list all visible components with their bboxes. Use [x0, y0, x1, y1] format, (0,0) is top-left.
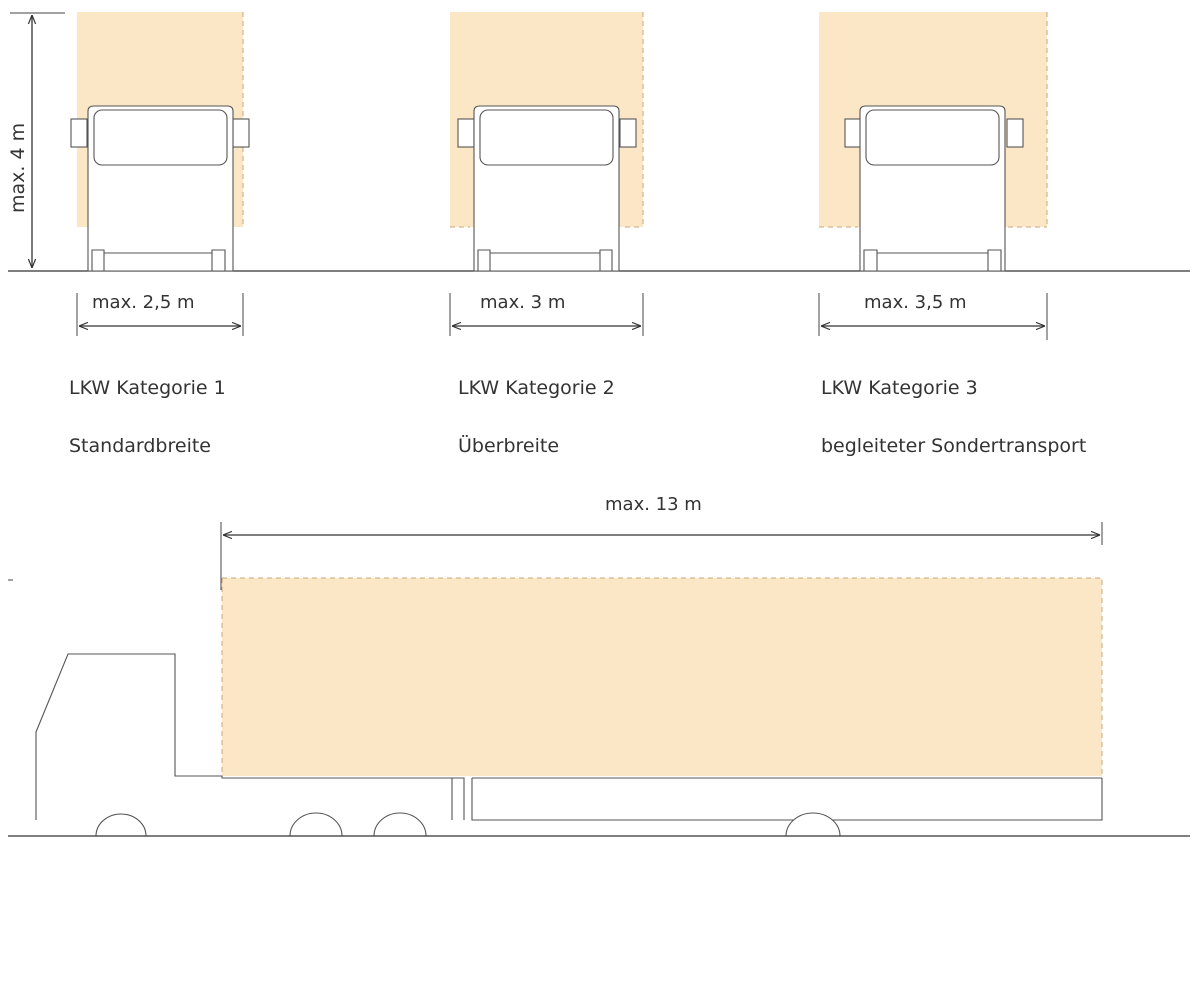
- width-dimension-category-3: max. 3,5 m: [818, 292, 1048, 340]
- height-dimension: max. 4 m: [7, 12, 65, 268]
- category-description: Überbreite: [458, 434, 559, 457]
- wheels: [863, 249, 1002, 272]
- cargo-envelope-side: [222, 578, 1102, 776]
- windshield: [479, 109, 614, 166]
- truck-front-category-2: [450, 12, 644, 272]
- category-name: LKW Kategorie 1: [69, 377, 226, 399]
- category-name: LKW Kategorie 3: [821, 377, 978, 399]
- wheels: [477, 249, 613, 272]
- mirror-left: [70, 118, 88, 148]
- length-dimension: max. 13 m: [8, 494, 1103, 590]
- width-label: max. 3,5 m: [864, 292, 967, 313]
- wheel-rear-1: [289, 812, 343, 837]
- mirror-right: [619, 118, 637, 148]
- width-dimension-category-1: max. 2,5 m: [76, 292, 244, 336]
- windshield: [93, 109, 228, 166]
- mirror-right: [1006, 118, 1024, 148]
- wheel-front: [95, 813, 147, 837]
- width-label: max. 3 m: [480, 292, 565, 313]
- height-label: max. 4 m: [7, 123, 29, 213]
- category-name: LKW Kategorie 2: [458, 377, 615, 399]
- wheel-trailer: [785, 812, 841, 837]
- mirror-left: [457, 118, 475, 148]
- windshield: [865, 109, 1000, 166]
- width-label: max. 2,5 m: [92, 292, 195, 313]
- trailer-underframe: [471, 778, 1103, 821]
- truck-side-view: [35, 577, 1103, 837]
- wheel-rear-2: [373, 812, 427, 837]
- truck-front-category-1: [70, 12, 250, 272]
- mirror-right: [232, 118, 250, 148]
- width-dimension-category-2: max. 3 m: [449, 292, 644, 336]
- wheels: [91, 249, 226, 272]
- category-description: begleiteter Sondertransport: [821, 435, 1086, 457]
- mirror-left: [844, 118, 862, 148]
- length-label: max. 13 m: [605, 494, 702, 515]
- category-description: Standardbreite: [69, 435, 211, 457]
- cab-outline: [35, 653, 453, 820]
- truck-front-category-3: [819, 12, 1048, 272]
